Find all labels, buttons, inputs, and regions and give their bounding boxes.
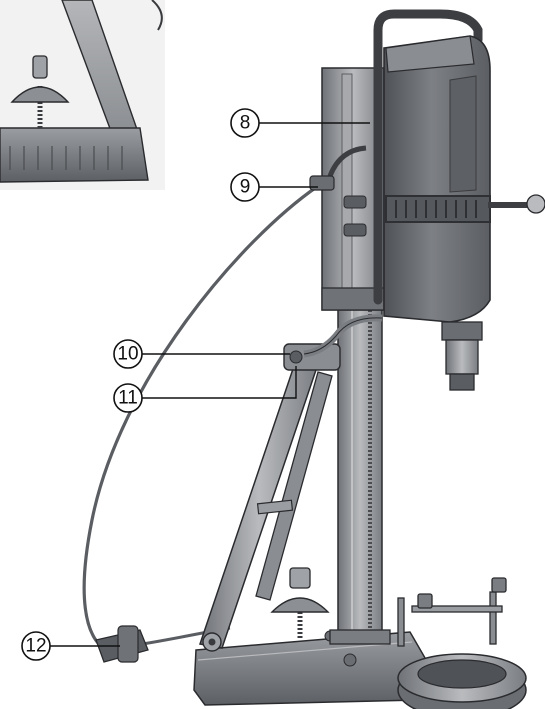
base-levelling-screw — [270, 567, 330, 640]
callout-9-number: 9 — [240, 177, 251, 198]
callout-12-number: 12 — [25, 636, 46, 657]
carry-handle — [373, 9, 483, 305]
callout-9: 9 — [230, 172, 318, 202]
callout-10: 10 — [113, 339, 290, 369]
motor-vent-band — [385, 195, 491, 223]
callout-8: 8 — [230, 108, 370, 138]
inset-detail — [0, 0, 165, 190]
cable-inlet — [309, 145, 367, 191]
callout-12: 12 — [21, 631, 120, 661]
callout-12-ring — [21, 631, 51, 661]
base-rods — [397, 577, 507, 647]
side-handle — [488, 194, 545, 214]
callout-8-ring — [230, 108, 260, 138]
callout-11-ring — [113, 383, 143, 413]
callouts: 8 9 10 11 12 — [21, 108, 370, 661]
main-column — [329, 299, 391, 645]
inset-base-ribs — [9, 146, 123, 170]
strut-clamp — [283, 343, 341, 371]
callout-11-leader — [142, 366, 297, 399]
coring-ring — [397, 653, 527, 709]
base-plate — [193, 630, 433, 706]
callout-9-ring — [230, 172, 260, 202]
support-strut — [199, 359, 333, 652]
power-cable — [82, 184, 319, 654]
callout-8-number: 8 — [240, 113, 251, 134]
spindle-chuck — [441, 321, 483, 391]
inset-base-slab — [0, 127, 149, 183]
callout-10-ring — [113, 339, 143, 369]
inset-cable — [151, 0, 163, 31]
inset-screw-knob — [32, 55, 48, 79]
callout-11-number: 11 — [118, 388, 138, 409]
cable-connector — [95, 625, 149, 663]
inset-screw-cup — [10, 86, 70, 103]
callout-11: 11 — [113, 366, 297, 413]
callout-10-number: 10 — [117, 344, 138, 365]
motor-housing — [383, 35, 491, 323]
